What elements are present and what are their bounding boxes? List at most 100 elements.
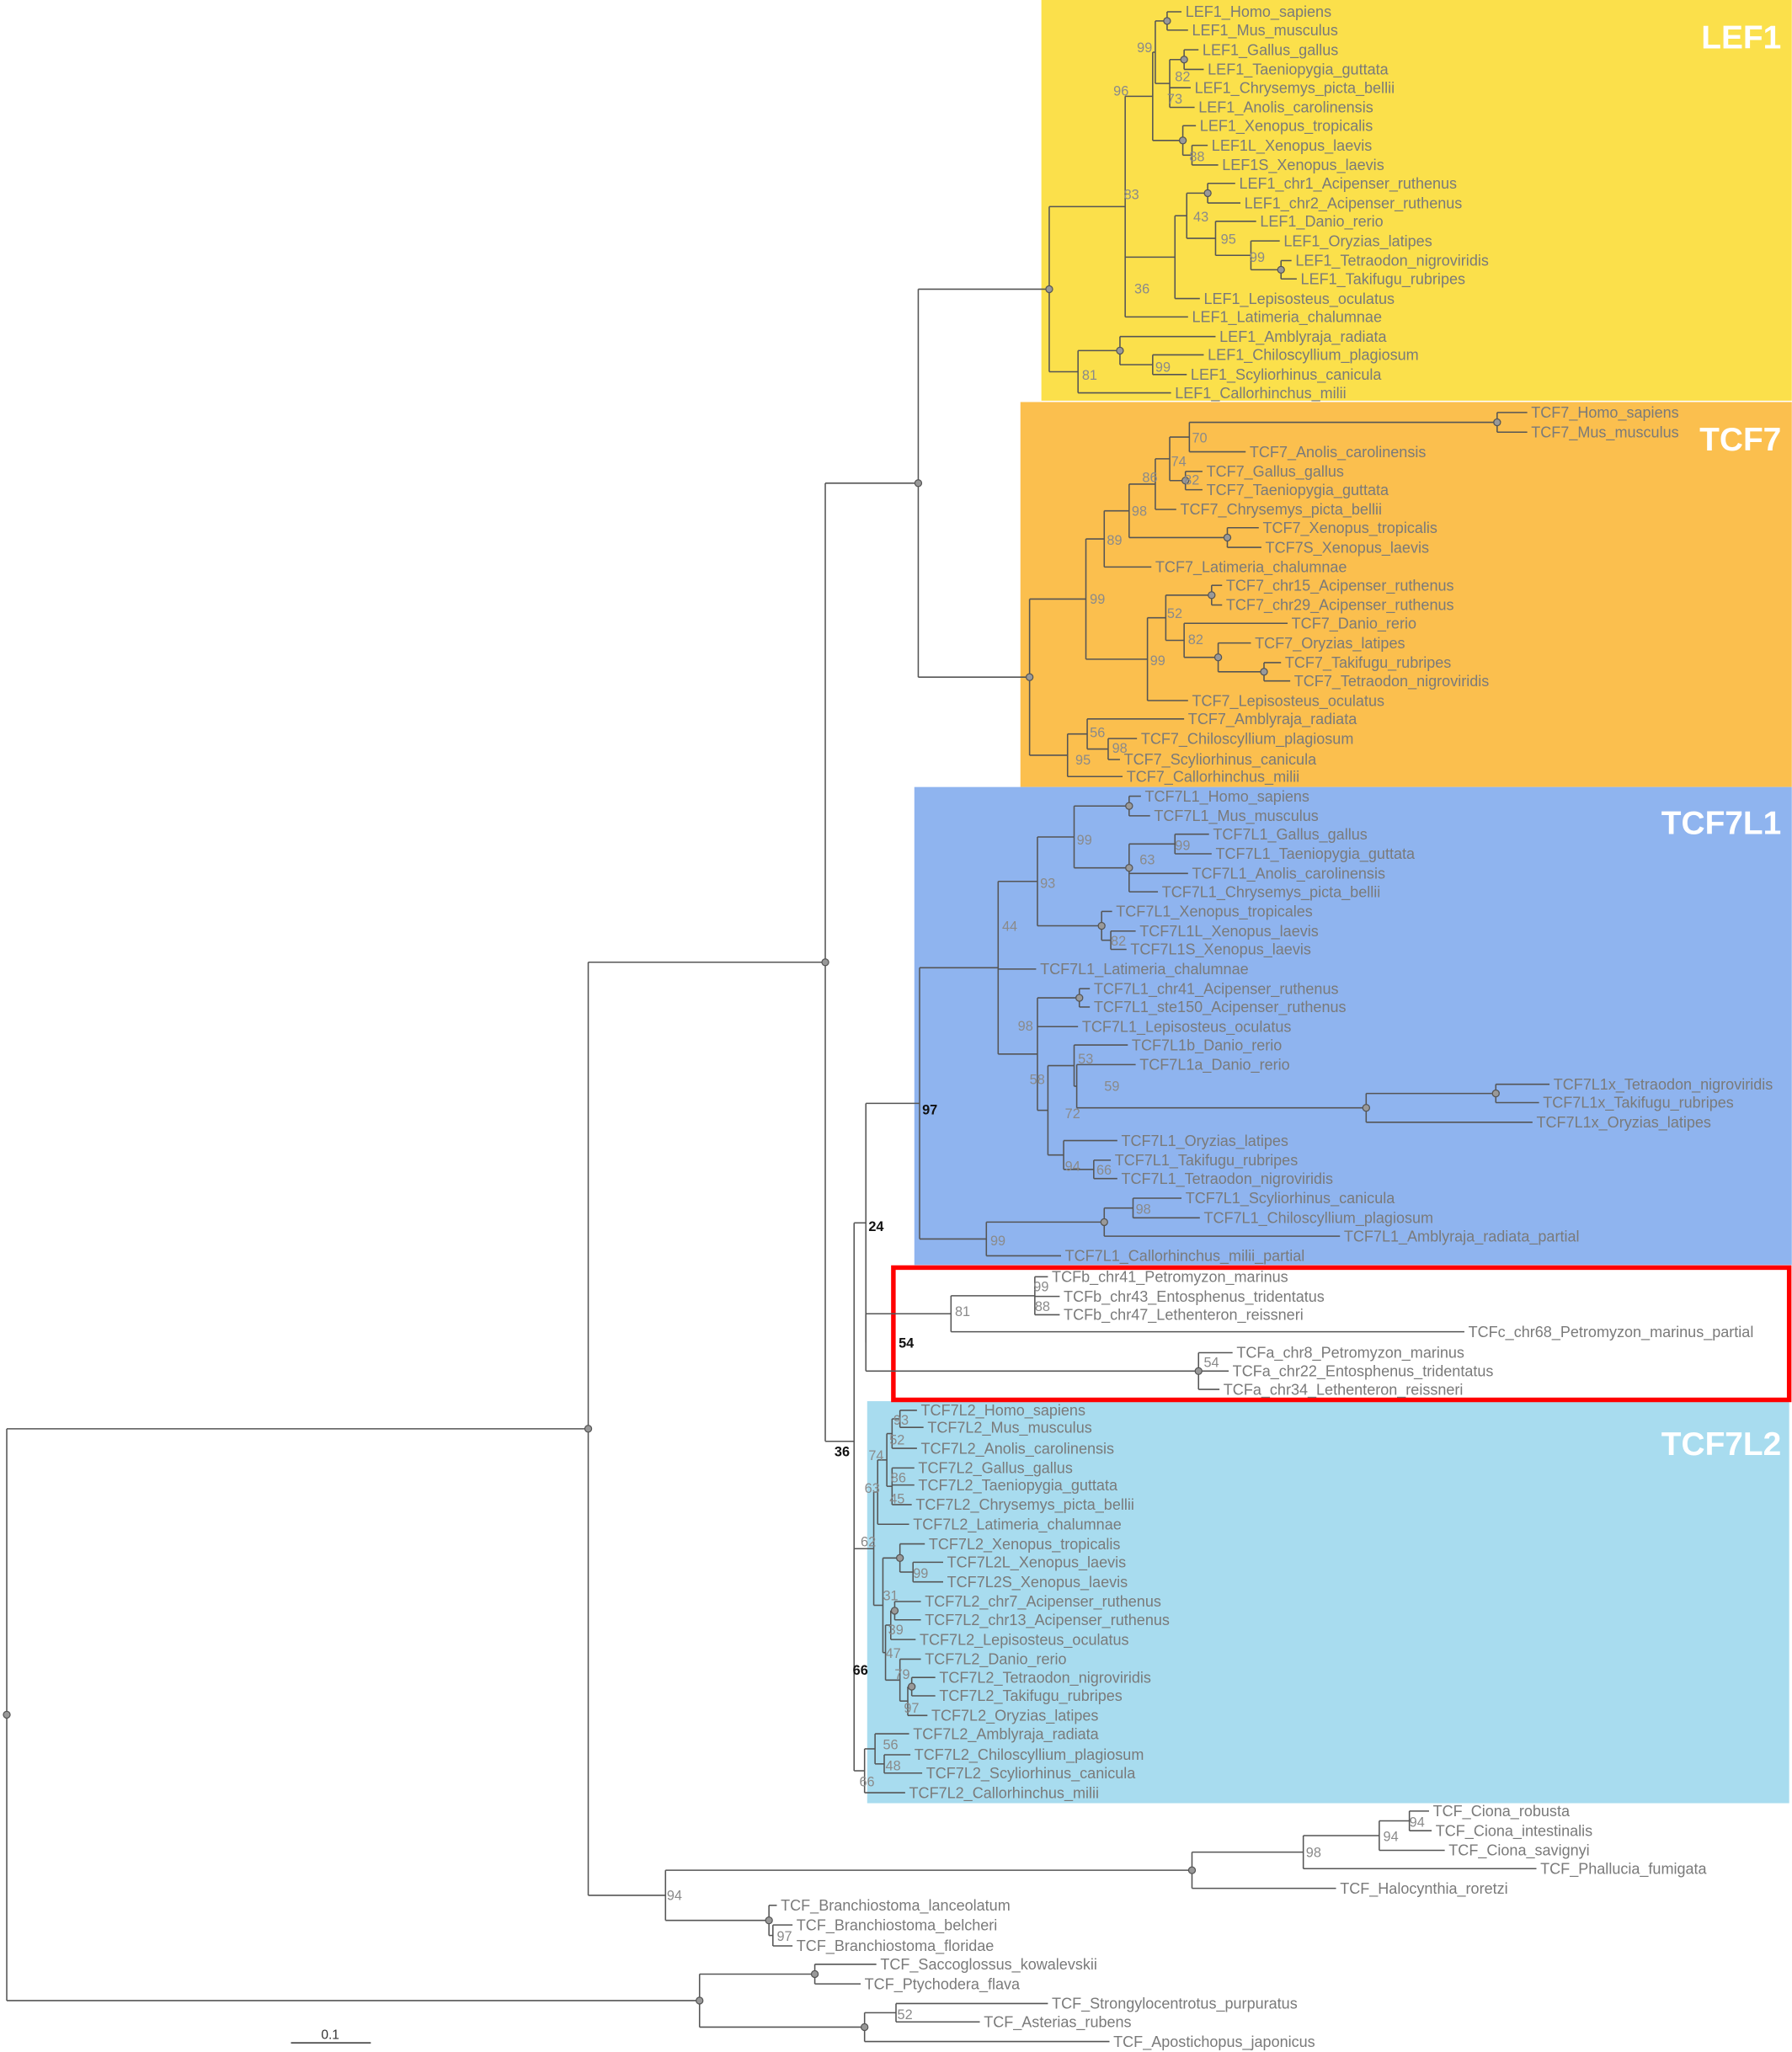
bootstrap-value: 94 bbox=[1384, 1830, 1399, 1845]
bootstrap-value: 98 bbox=[1306, 1845, 1321, 1860]
leaf-label: TCF7L2_Lepisosteus_oculatus bbox=[920, 1631, 1129, 1649]
bootstrap-value: 99 bbox=[1077, 833, 1092, 848]
leaf-label: TCF_Asterias_rubens bbox=[984, 2013, 1131, 2031]
bootstrap-value: 72 bbox=[1065, 1106, 1080, 1122]
leaf-label: TCF_Apostichopus_japonicus bbox=[1113, 2033, 1315, 2051]
bootstrap-value: 99 bbox=[1090, 592, 1105, 607]
leaf-label: TCF7L2_Scyliorhinus_canicula bbox=[926, 1765, 1137, 1783]
bootstrap-value: 31 bbox=[883, 1588, 898, 1603]
leaf-label: LEF1_Anolis_carolinensis bbox=[1198, 99, 1373, 117]
node-marker bbox=[1203, 189, 1212, 198]
bootstrap-value: 88 bbox=[1035, 1299, 1050, 1314]
bootstrap-value: 82 bbox=[1175, 69, 1190, 84]
node-marker bbox=[821, 958, 829, 967]
leaf-label: TCF7_Taeniopygia_guttata bbox=[1207, 482, 1389, 499]
leaf-label: LEF1_Amblyraja_radiata bbox=[1219, 328, 1387, 346]
leaf-label: TCF_Ciona_intestinalis bbox=[1436, 1822, 1592, 1840]
leaf-label: TCFa_chr34_Lethenteron_reissneri bbox=[1224, 1381, 1464, 1399]
leaf-label: TCF7L2_Mus_musculus bbox=[927, 1419, 1091, 1436]
bootstrap-value: 36 bbox=[835, 1444, 850, 1459]
leaf-label: TCF7L2_Xenopus_tropicalis bbox=[929, 1536, 1121, 1554]
leaf-label: TCF7L1_Tetraodon_nigroviridis bbox=[1121, 1170, 1333, 1188]
leaf-label: TCF7_Lepisosteus_oculatus bbox=[1192, 692, 1384, 710]
leaf-label: TCF7_Danio_rerio bbox=[1292, 615, 1416, 632]
leaf-label: TCF7_Oryzias_latipes bbox=[1255, 635, 1405, 653]
leaf-label: TCF7_Homo_sapiens bbox=[1531, 404, 1678, 422]
bootstrap-value: 99 bbox=[1137, 40, 1152, 56]
bootstrap-value: 88 bbox=[1189, 149, 1204, 164]
leaf-label: TCF7_chr15_Acipenser_ruthenus bbox=[1226, 577, 1454, 594]
leaf-label: TCF7L1_Lepisosteus_oculatus bbox=[1082, 1018, 1292, 1036]
leaf-label: TCF7L2_Tetraodon_nigroviridis bbox=[939, 1669, 1151, 1687]
node-marker bbox=[1208, 591, 1216, 600]
bootstrap-value: 98 bbox=[1132, 504, 1147, 520]
clade-title: TCF7L2 bbox=[1661, 1426, 1782, 1463]
leaf-label: TCF7L1a_Danio_rerio bbox=[1139, 1057, 1289, 1074]
bootstrap-value: 97 bbox=[776, 1929, 792, 1944]
bootstrap-value: 36 bbox=[1134, 281, 1149, 296]
node-marker bbox=[1075, 994, 1084, 1002]
bootstrap-value: 99 bbox=[1175, 838, 1190, 853]
leaf-label: TCF_Ptychodera_flava bbox=[865, 1975, 1021, 1993]
node-marker bbox=[1223, 533, 1232, 542]
bootstrap-value: 96 bbox=[1113, 84, 1128, 99]
bootstrap-value: 53 bbox=[1078, 1052, 1093, 1067]
leaf-label: TCF7S_Xenopus_laevis bbox=[1266, 539, 1429, 557]
leaf-label: TCF7L2_Homo_sapiens bbox=[921, 1402, 1085, 1420]
bootstrap-value: 99 bbox=[913, 1566, 928, 1581]
leaf-label: LEF1_Lepisosteus_oculatus bbox=[1203, 290, 1395, 308]
node-marker bbox=[3, 1710, 11, 1719]
bootstrap-value: 79 bbox=[894, 1667, 909, 1682]
leaf-label: TCF_Strongylocentrotus_purpuratus bbox=[1052, 1996, 1298, 2013]
node-marker bbox=[1181, 477, 1190, 485]
bootstrap-value: 86 bbox=[1142, 470, 1157, 485]
leaf-label: LEF1_chr1_Acipenser_ruthenus bbox=[1239, 175, 1457, 193]
clade-box-lef1 bbox=[1041, 0, 1792, 401]
bootstrap-value: 45 bbox=[889, 1491, 904, 1506]
leaf-label: TCF7_Anolis_carolinensis bbox=[1250, 444, 1426, 461]
leaf-label: TCF7L1x_Tetraodon_nigroviridis bbox=[1554, 1076, 1773, 1094]
bootstrap-value: 59 bbox=[1104, 1079, 1119, 1094]
bootstrap-value: 97 bbox=[904, 1701, 919, 1716]
leaf-label: LEF1_Taeniopygia_guttata bbox=[1208, 61, 1389, 79]
leaf-label: TCF7L2_Danio_rerio bbox=[925, 1651, 1066, 1669]
node-marker bbox=[890, 1607, 899, 1615]
leaf-label: TCF_Branchiostoma_belcheri bbox=[797, 1916, 998, 1934]
bootstrap-value: 93 bbox=[1040, 876, 1055, 891]
bootstrap-value: 99 bbox=[1033, 1279, 1048, 1294]
clade-box-tcf7 bbox=[1020, 402, 1792, 787]
bootstrap-value: 52 bbox=[1167, 606, 1182, 621]
node-marker bbox=[1213, 653, 1223, 662]
bootstrap-value: 52 bbox=[889, 1432, 904, 1447]
leaf-label: LEF1_Latimeria_chalumnae bbox=[1192, 309, 1382, 327]
bootstrap-value: 39 bbox=[888, 1623, 904, 1638]
bootstrap-value: 58 bbox=[1030, 1073, 1045, 1088]
leaf-label: TCF7L2_chr7_Acipenser_ruthenus bbox=[925, 1593, 1161, 1611]
node-marker bbox=[861, 2023, 869, 2032]
leaf-label: TCFb_chr43_Entosphenus_tridentatus bbox=[1064, 1288, 1325, 1306]
leaf-label: LEF1_Chrysemys_picta_bellii bbox=[1195, 79, 1395, 97]
node-marker bbox=[1178, 136, 1187, 145]
leaf-label: LEF1_Xenopus_tropicalis bbox=[1200, 118, 1373, 136]
node-marker bbox=[1362, 1104, 1370, 1112]
leaf-label: TCF_Phallucia_fumigata bbox=[1540, 1860, 1707, 1878]
leaf-label: LEF1_Mus_musculus bbox=[1192, 22, 1337, 40]
bootstrap-value: 94 bbox=[1410, 1815, 1425, 1831]
node-marker bbox=[1260, 668, 1268, 676]
leaf-label: TCF7L1L_Xenopus_laevis bbox=[1139, 923, 1319, 941]
leaf-label: TCF7L2_Amblyraja_radiata bbox=[913, 1725, 1099, 1743]
bootstrap-value: 47 bbox=[886, 1646, 901, 1661]
leaf-label: TCF7L2_Chrysemys_picta_bellii bbox=[915, 1496, 1134, 1514]
leaf-label: TCFa_chr22_Entosphenus_tridentatus bbox=[1233, 1363, 1494, 1381]
bootstrap-value: 66 bbox=[853, 1663, 868, 1678]
leaf-label: TCF7L2_Callorhinchus_milii bbox=[909, 1784, 1099, 1802]
leaf-label: TCF7L1x_Takifugu_rubripes bbox=[1543, 1095, 1734, 1112]
leaf-label: TCF_Ciona_savignyi bbox=[1448, 1842, 1589, 1860]
bootstrap-value: 52 bbox=[898, 2007, 913, 2023]
node-marker bbox=[1277, 265, 1285, 274]
leaf-label: TCF_Ciona_robusta bbox=[1433, 1803, 1571, 1820]
leaf-label: LEF1_Scyliorhinus_canicula bbox=[1191, 366, 1382, 384]
node-marker bbox=[1493, 418, 1501, 427]
node-marker bbox=[896, 1554, 904, 1562]
leaf-label: TCF7L2_Gallus_gallus bbox=[918, 1460, 1072, 1478]
